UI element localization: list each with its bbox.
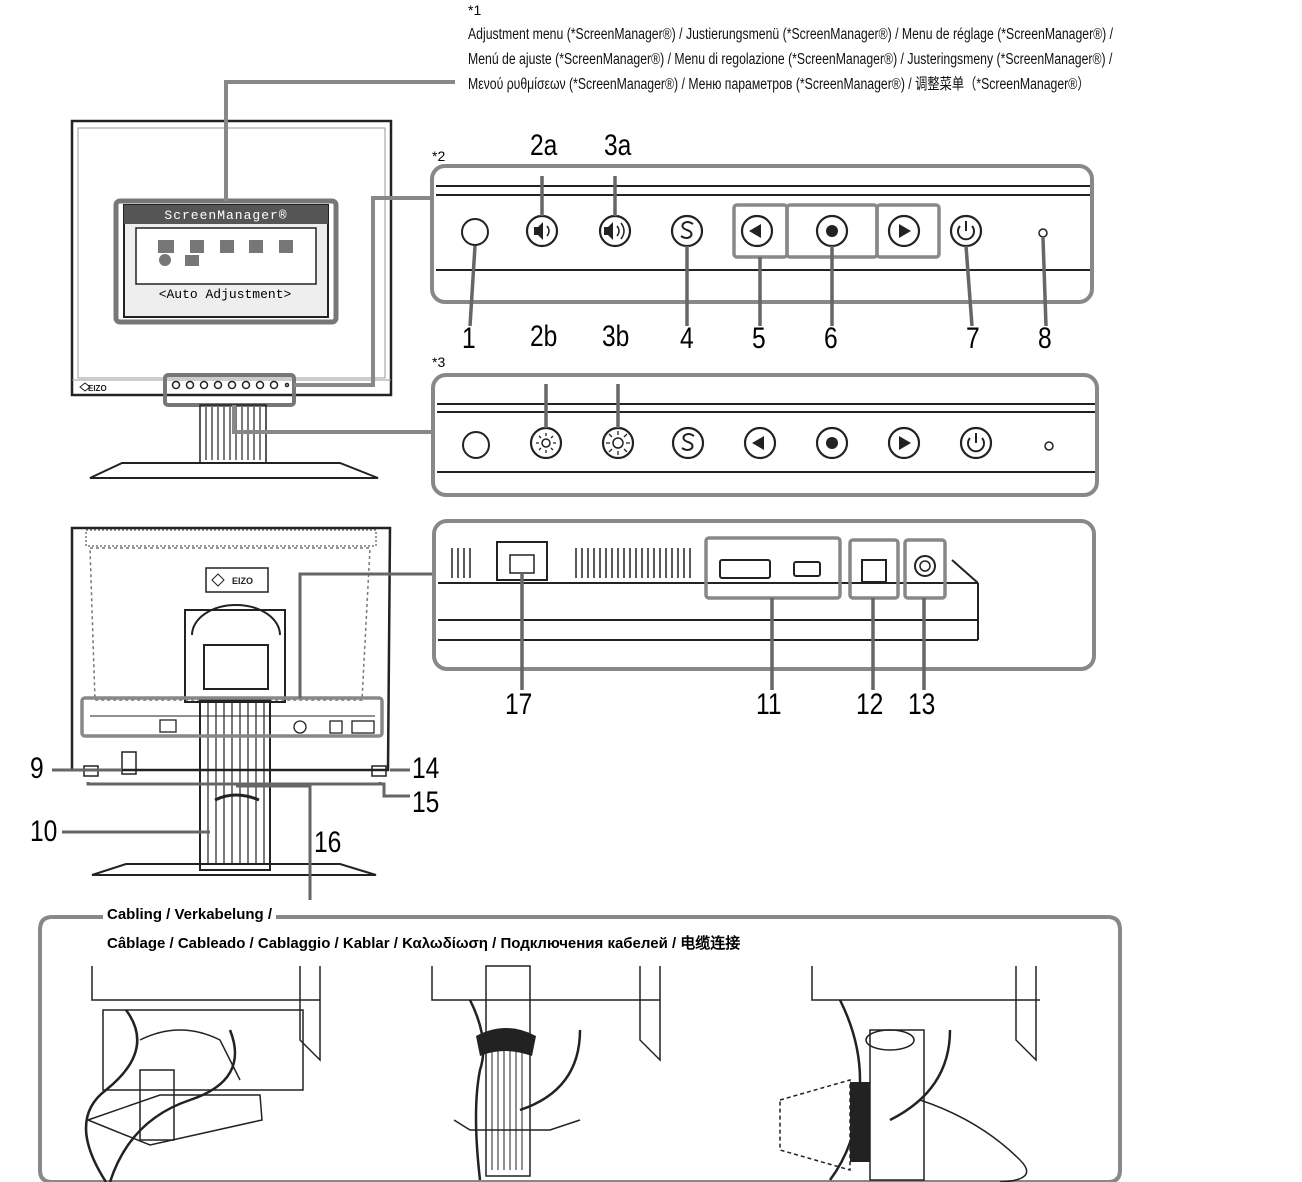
callout-12: 12 [856, 688, 884, 721]
callout-1: 1 [462, 322, 476, 355]
note-star1-line: Menú de ajuste (*ScreenManager®) / Menu … [468, 51, 1113, 68]
osd-menu-icons [158, 240, 293, 266]
callout-8: 8 [1038, 322, 1052, 355]
callout-17: 17 [505, 688, 533, 721]
usb-callout-box [848, 538, 900, 600]
brand-logo-rear: EIZO [232, 576, 254, 586]
screenmanager-title: ScreenManager® [164, 208, 288, 223]
note-star1: Adjustment menu (*ScreenManager®) / Just… [468, 22, 1113, 97]
cabling-section [38, 915, 1122, 1182]
monitor-front [70, 119, 393, 479]
right-button [887, 214, 921, 248]
callout-13: 13 [908, 688, 936, 721]
cabling-step-3 [779, 966, 1040, 1182]
callout-2b: 2b [530, 320, 558, 353]
note-star2-marker: *2 [432, 148, 446, 164]
note-star1-marker: *1 [468, 2, 482, 18]
cabling-heading-line2: Câblage / Cableado / Cablaggio / Kablar … [107, 935, 741, 952]
button-panel-a [430, 164, 1094, 327]
callout-4: 4 [680, 322, 694, 355]
cabling-heading-line1: Cabling / Verkabelung / [103, 906, 277, 923]
left-button [740, 214, 774, 248]
vga-connector [793, 561, 821, 577]
usb-upstream-port [861, 559, 887, 583]
monitor-rear [70, 526, 392, 876]
callout-9: 9 [30, 752, 44, 785]
connector-panel [432, 519, 1096, 690]
callout-3b: 3b [602, 320, 630, 353]
note-star1-line: Μενού ρυθμίσεων (*ScreenManager®) / Меню… [468, 76, 1090, 93]
note-star3-marker: *3 [432, 354, 446, 370]
power-indicator [1038, 228, 1048, 238]
callout-10: 10 [30, 815, 58, 848]
cabling-step-1 [84, 966, 321, 1182]
brightness-down-button [529, 426, 563, 460]
audio-callout-box [903, 538, 947, 600]
brand-logo-front: EIZO [88, 384, 107, 393]
screenmanager-footer: <Auto Adjustment> [158, 287, 292, 302]
rear-connector-callout-box [80, 696, 384, 738]
cabling-step-2 [431, 965, 661, 1181]
sensor [461, 218, 489, 246]
rear-callout-lines [52, 572, 432, 900]
button-panel-b [431, 373, 1099, 497]
front-button-row [171, 380, 290, 390]
callout-16: 16 [314, 826, 342, 859]
front-callout-lines [224, 80, 455, 434]
callout-7: 7 [966, 322, 980, 355]
callout-11: 11 [756, 688, 782, 721]
security-lock-slot [121, 751, 137, 775]
callout-14: 14 [412, 752, 440, 785]
dvi-connector [719, 559, 771, 579]
note-star1-line: Adjustment menu (*ScreenManager®) / Just… [468, 26, 1114, 43]
callout-6: 6 [824, 322, 838, 355]
callout-3a: 3a [604, 129, 632, 162]
callout-5: 5 [752, 322, 766, 355]
audio-jack [914, 555, 936, 577]
callout-15: 15 [412, 786, 440, 819]
callout-2a: 2a [530, 129, 558, 162]
